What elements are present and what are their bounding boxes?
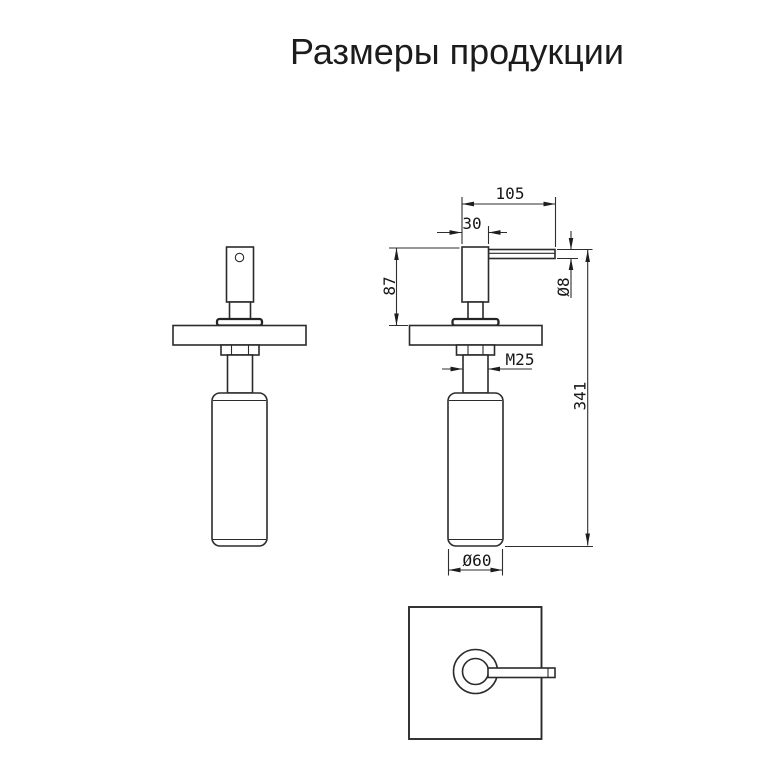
mounting-flange xyxy=(408,324,543,346)
spout-top-view xyxy=(487,667,556,679)
dimension-label-d8: Ø8 xyxy=(554,277,573,296)
pump-head xyxy=(461,246,490,303)
dimension-total-height: 341 xyxy=(505,250,593,548)
arrowhead xyxy=(488,366,500,372)
hex-nut xyxy=(455,344,496,356)
collar-washer xyxy=(451,317,500,327)
front-view xyxy=(172,246,307,547)
spout xyxy=(487,248,556,260)
pump-head-hole xyxy=(234,252,245,263)
pump-neck xyxy=(467,301,484,320)
top-view xyxy=(408,606,556,740)
arrowhead xyxy=(394,313,399,326)
bottle xyxy=(447,392,504,547)
arrowhead xyxy=(568,238,574,250)
dimension-thread-size: M25 xyxy=(442,350,535,372)
dimension-spout-diameter: Ø8 xyxy=(554,231,593,298)
arrowhead xyxy=(568,258,574,270)
dimension-label-d60: Ø60 xyxy=(463,551,492,570)
threaded-shank xyxy=(226,354,254,394)
arrowhead xyxy=(394,248,399,260)
dimension-label-m25: M25 xyxy=(506,350,535,369)
arrowhead xyxy=(448,567,461,573)
bottle xyxy=(211,392,268,547)
dimension-label-87: 87 xyxy=(380,276,399,295)
arrowhead xyxy=(462,201,474,207)
side-view xyxy=(408,246,556,547)
arrowhead xyxy=(585,533,590,546)
dimension-label-341: 341 xyxy=(571,382,590,411)
arrowhead xyxy=(449,230,462,235)
dimension-bottle-diameter: Ø60 xyxy=(447,549,504,576)
arrowhead xyxy=(490,567,503,573)
page-title: Размеры продукции xyxy=(290,31,624,72)
arrowhead xyxy=(488,230,501,235)
threaded-shank xyxy=(462,354,489,394)
hex-nut xyxy=(220,344,260,356)
arrowhead xyxy=(543,201,556,207)
pump-head-circle xyxy=(461,657,490,686)
arrowhead xyxy=(585,250,590,262)
collar-washer xyxy=(215,317,264,327)
dimension-spout-reach: 105 xyxy=(461,184,557,247)
mounting-flange xyxy=(172,324,307,346)
dimension-label-30: 30 xyxy=(462,214,481,233)
dimension-head-width: 30 xyxy=(437,214,507,244)
dimension-label-105: 105 xyxy=(496,184,525,203)
dimension-pump-height: 87 xyxy=(380,247,460,327)
pump-neck xyxy=(228,301,252,320)
arrowhead xyxy=(450,366,463,372)
pump-head xyxy=(225,246,255,303)
